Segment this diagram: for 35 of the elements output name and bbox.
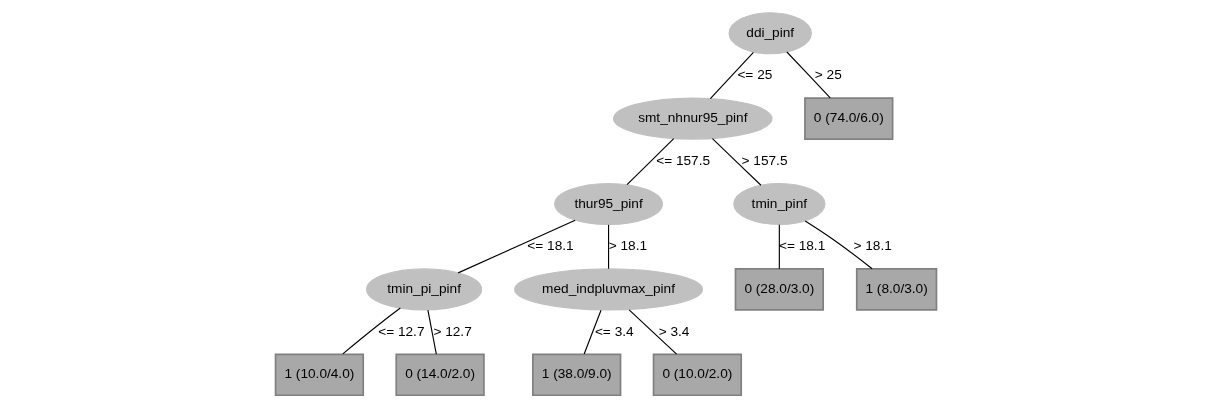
connector <box>804 220 873 270</box>
connector <box>607 224 609 270</box>
connector <box>583 309 602 355</box>
edge-label: <= 12.7 <box>377 323 425 339</box>
connector <box>426 309 437 355</box>
node-ellipse: smt_nhnur95_pinf <box>612 97 773 140</box>
edge-label: > 12.7 <box>432 323 472 339</box>
node-ellipse: thur95_pinf <box>553 182 663 226</box>
edge-label: <= 3.4 <box>594 323 634 339</box>
edge-label: <= 25 <box>736 67 772 83</box>
edge-label: > 3.4 <box>658 323 689 339</box>
node-box: 0 (10.0/2.0) <box>652 353 742 397</box>
connector <box>711 138 762 186</box>
node-box: 1 (8.0/3.0) <box>855 268 937 311</box>
edge-label: <= 18.1 <box>526 238 574 254</box>
edge-label: > 18.1 <box>608 238 647 254</box>
edge-label: > 157.5 <box>741 152 788 168</box>
connector <box>709 51 754 100</box>
node-ellipse: tmin_pinf <box>732 182 825 226</box>
node-ellipse: ddi_pinf <box>728 12 812 55</box>
node-box: 0 (74.0/6.0) <box>803 97 893 140</box>
connector <box>341 307 401 355</box>
connector <box>628 309 677 355</box>
edge-label: > 18.1 <box>853 238 892 254</box>
node-box: 0 (14.0/2.0) <box>394 353 485 397</box>
node-box: 1 (38.0/9.0) <box>531 353 621 397</box>
connector <box>625 138 674 186</box>
node-ellipse: tmin_pi_pinf <box>365 268 482 311</box>
edge-label: <= 157.5 <box>655 152 710 168</box>
node-box: 1 (10.0/4.0) <box>274 353 364 397</box>
edge-label: > 25 <box>814 67 842 83</box>
node-ellipse: med_indpluvmax_pinf <box>513 268 703 311</box>
connector <box>785 51 831 99</box>
connector <box>457 219 576 274</box>
node-box: 0 (28.0/3.0) <box>734 268 824 311</box>
